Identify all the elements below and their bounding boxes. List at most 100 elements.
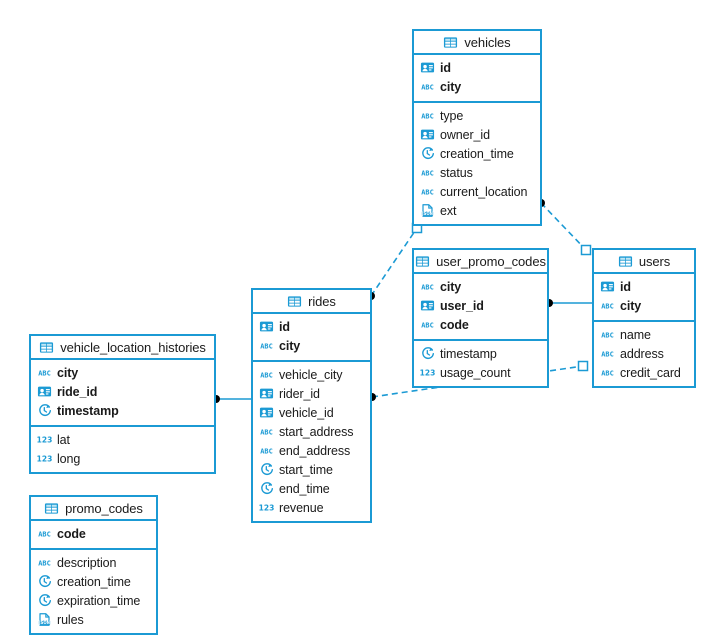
svg-text:ABC: ABC <box>260 343 273 351</box>
table-title: promo_codes <box>65 500 143 516</box>
table-header-users[interactable]: users <box>594 250 694 274</box>
table-header-user_promo_codes[interactable]: user_promo_codes <box>414 250 547 274</box>
field-row-timestamp[interactable]: timestamp <box>414 344 547 363</box>
key-id-icon <box>420 298 435 313</box>
field-label: current_location <box>440 184 528 199</box>
table-header-vehicle_location_histories[interactable]: vehicle_location_histories <box>31 336 214 360</box>
primary-key-row-id[interactable]: id <box>594 277 694 296</box>
table-header-promo_codes[interactable]: promo_codes <box>31 497 156 521</box>
abc-string-icon: ABC <box>600 346 615 361</box>
json-icon: JSON <box>420 203 435 218</box>
field-label: creation_time <box>440 146 514 161</box>
field-row-start_address[interactable]: ABC start_address <box>253 422 370 441</box>
relationship-line <box>370 227 418 297</box>
field-row-creation_time[interactable]: creation_time <box>31 572 156 591</box>
svg-text:ABC: ABC <box>421 284 434 292</box>
table-header-rides[interactable]: rides <box>253 290 370 314</box>
abc-string-icon: ABC <box>420 279 435 294</box>
primary-key-row-id[interactable]: id <box>253 317 370 336</box>
relationship-line <box>540 202 587 251</box>
svg-text:JSON: JSON <box>421 211 433 216</box>
field-label: start_address <box>279 424 354 439</box>
primary-key-row-user_id[interactable]: user_id <box>414 296 547 315</box>
primary-key-row-code[interactable]: ABC code <box>414 315 547 334</box>
abc-string-icon: ABC <box>600 365 615 380</box>
svg-text:ABC: ABC <box>38 370 51 378</box>
field-row-end_time[interactable]: end_time <box>253 479 370 498</box>
field-label: vehicle_id <box>279 405 334 420</box>
abc-string-icon: ABC <box>420 317 435 332</box>
field-label: id <box>440 60 451 75</box>
field-label: owner_id <box>440 127 490 142</box>
primary-key-row-id[interactable]: id <box>414 58 540 77</box>
field-label: id <box>620 279 631 294</box>
svg-text:ABC: ABC <box>260 372 273 380</box>
svg-text:ABC: ABC <box>421 84 434 92</box>
cardinality-one-square <box>577 360 589 372</box>
relationship-vehicles-to-users[interactable] <box>537 199 592 256</box>
clock-timestamp-icon <box>37 403 52 418</box>
svg-text:123: 123 <box>259 503 274 512</box>
field-row-expiration_time[interactable]: expiration_time <box>31 591 156 610</box>
field-row-vehicle_id[interactable]: vehicle_id <box>253 403 370 422</box>
field-row-address[interactable]: ABC address <box>594 344 694 363</box>
primary-key-row-city[interactable]: ABC city <box>31 363 214 382</box>
field-label: type <box>440 108 464 123</box>
clock-timestamp-icon <box>259 481 274 496</box>
primary-key-row-ride_id[interactable]: ride_id <box>31 382 214 401</box>
abc-string-icon: ABC <box>259 424 274 439</box>
table-header-vehicles[interactable]: vehicles <box>414 31 540 55</box>
svg-text:ABC: ABC <box>601 370 614 378</box>
primary-key-row-city[interactable]: ABC city <box>253 336 370 355</box>
number-123-icon: 123 <box>37 451 52 466</box>
field-row-creation_time[interactable]: creation_time <box>414 144 540 163</box>
field-label: address <box>620 346 664 361</box>
field-row-rider_id[interactable]: rider_id <box>253 384 370 403</box>
abc-string-icon: ABC <box>420 165 435 180</box>
abc-string-icon: ABC <box>259 338 274 353</box>
svg-text:123: 123 <box>37 435 52 444</box>
field-label: city <box>279 338 301 353</box>
relationship-user_promo_codes-to-users[interactable] <box>545 299 592 307</box>
field-label: code <box>440 317 469 332</box>
relationship-vehicle_location_histories-to-rides[interactable] <box>212 395 251 403</box>
field-row-owner_id[interactable]: owner_id <box>414 125 540 144</box>
primary-key-row-timestamp[interactable]: timestamp <box>31 401 214 420</box>
svg-text:JSON: JSON <box>38 620 50 625</box>
field-label: timestamp <box>440 346 497 361</box>
key-id-icon <box>37 384 52 399</box>
field-label: id <box>279 319 290 334</box>
field-row-start_time[interactable]: start_time <box>253 460 370 479</box>
field-label: city <box>57 365 79 380</box>
